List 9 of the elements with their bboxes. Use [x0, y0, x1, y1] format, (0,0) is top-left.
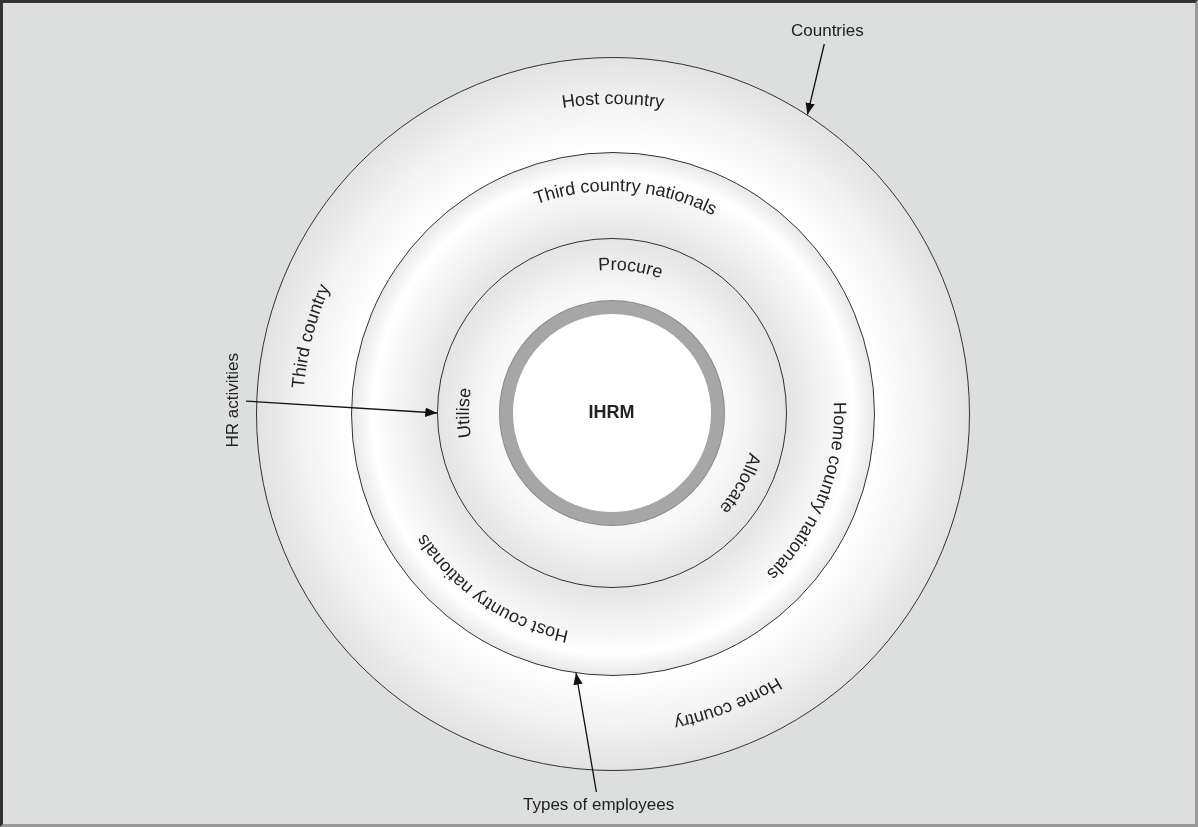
- callout-label: HR activities: [223, 353, 243, 448]
- ring-label: Host country: [560, 87, 666, 112]
- arrow: [245, 400, 438, 417]
- arrow: [805, 43, 825, 116]
- callout-label: Countries: [791, 21, 864, 41]
- center-label: IHRM: [588, 402, 635, 423]
- callout-label: Types of employees: [523, 795, 675, 815]
- ring-label: Procure: [597, 253, 665, 282]
- arrow: [573, 672, 598, 793]
